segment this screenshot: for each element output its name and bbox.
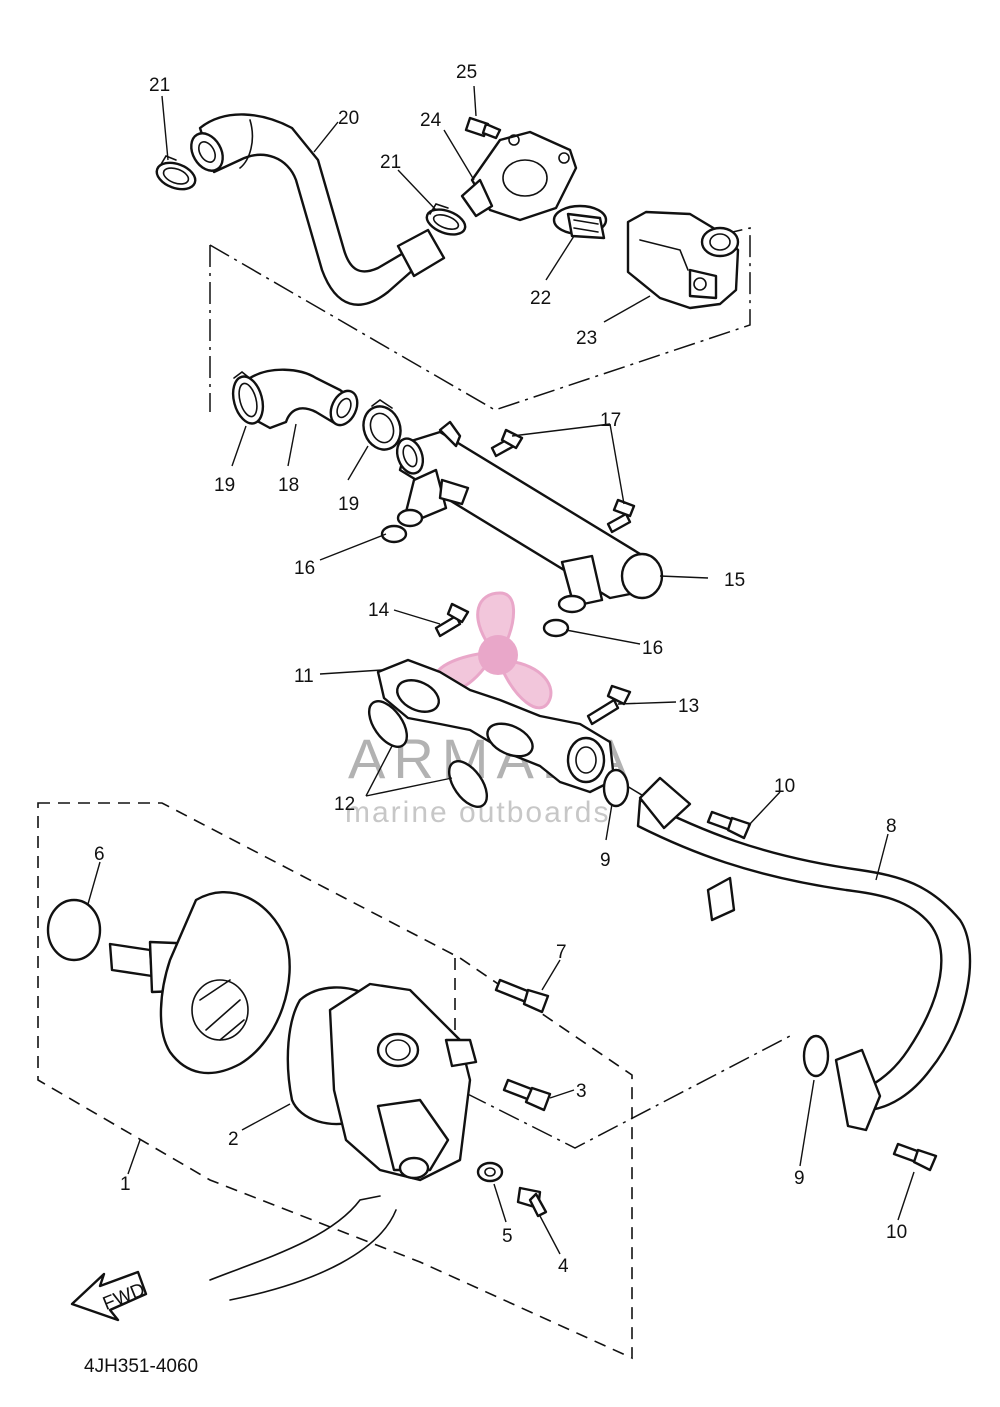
- callout-5: 5: [502, 1226, 513, 1247]
- fwd-arrow: FWD: [70, 1270, 148, 1322]
- manifold-11: [376, 658, 616, 794]
- callout-10-upper: 10: [774, 776, 795, 797]
- bolt-3: [502, 1078, 552, 1112]
- callout-18: 18: [278, 475, 299, 496]
- hose-clamp-21-left: [155, 155, 197, 191]
- reference-hose: [209, 1195, 397, 1301]
- o-ring-9-lower: [802, 1034, 830, 1078]
- callout-10-lower: 10: [886, 1222, 907, 1243]
- callout-24: 24: [420, 110, 442, 131]
- callout-1: 1: [120, 1174, 131, 1195]
- o-ring-16-lower: [542, 618, 570, 638]
- thermostat-22: [552, 204, 608, 240]
- o-ring-16-upper: [380, 524, 408, 544]
- o-ring-6: [46, 898, 102, 962]
- washer-5: [476, 1161, 504, 1183]
- callout-4: 4: [558, 1256, 569, 1277]
- thermostat-cover-24: [460, 130, 578, 222]
- diagram-code: 4JH351-4060: [84, 1356, 198, 1377]
- gasket-12-right: [447, 760, 489, 808]
- hose-clamp-19-right: [362, 399, 402, 451]
- callout-14: 14: [368, 600, 390, 621]
- o-ring-9-upper: [602, 768, 630, 808]
- callout-19-right: 19: [338, 494, 359, 515]
- callout-3: 3: [576, 1081, 587, 1102]
- pump-assembly-frame: [37, 802, 633, 1360]
- callouts: 21 20 25 24 21 22 23 19 18 19 17 16 15 1…: [94, 62, 907, 1277]
- gasket-12-left: [367, 700, 409, 748]
- bolt-10-lower: [892, 1142, 938, 1172]
- hose-18: [246, 368, 359, 430]
- callout-23: 23: [576, 328, 597, 349]
- callout-8: 8: [886, 816, 897, 837]
- thermostat-housing-23: [626, 210, 740, 310]
- callout-13: 13: [678, 696, 699, 717]
- leader-lines: [87, 85, 915, 1255]
- callout-20: 20: [338, 108, 359, 129]
- water-pipe-8: [636, 776, 972, 1132]
- callout-7: 7: [556, 942, 567, 963]
- callout-9-lower: 9: [794, 1168, 805, 1189]
- assembly-chain-upper: [209, 227, 751, 412]
- bolt-17-upper: [490, 428, 524, 458]
- callout-21-left: 21: [149, 75, 170, 96]
- hose-clamp-19-left: [231, 370, 265, 425]
- bolt-4: [516, 1186, 548, 1218]
- bolt-17-lower: [606, 498, 636, 534]
- water-pipe-15: [395, 420, 664, 614]
- watermark-logo: [433, 591, 553, 710]
- callout-16-upper: 16: [294, 558, 315, 579]
- hose-20: [190, 113, 446, 306]
- bolt-14: [434, 602, 470, 638]
- callout-9-upper: 9: [600, 850, 611, 871]
- callout-11: 11: [294, 666, 314, 687]
- callout-21-right: 21: [380, 152, 401, 173]
- bolt-25: [464, 116, 502, 140]
- callout-16-lower: 16: [642, 638, 663, 659]
- callout-22: 22: [530, 288, 551, 309]
- hose-clamp-21-right: [425, 203, 467, 236]
- callout-15: 15: [724, 570, 745, 591]
- pump-housing: [328, 982, 478, 1182]
- callout-19-left: 19: [214, 475, 235, 496]
- callout-25: 25: [456, 62, 477, 83]
- impeller-shaft: [108, 890, 291, 1075]
- callout-12: 12: [334, 794, 355, 815]
- callout-6: 6: [94, 844, 105, 865]
- bolt-7: [494, 978, 550, 1014]
- callout-2: 2: [228, 1129, 239, 1150]
- bolt-10-upper: [706, 810, 752, 840]
- callout-17: 17: [600, 410, 621, 431]
- bolt-13: [586, 684, 632, 726]
